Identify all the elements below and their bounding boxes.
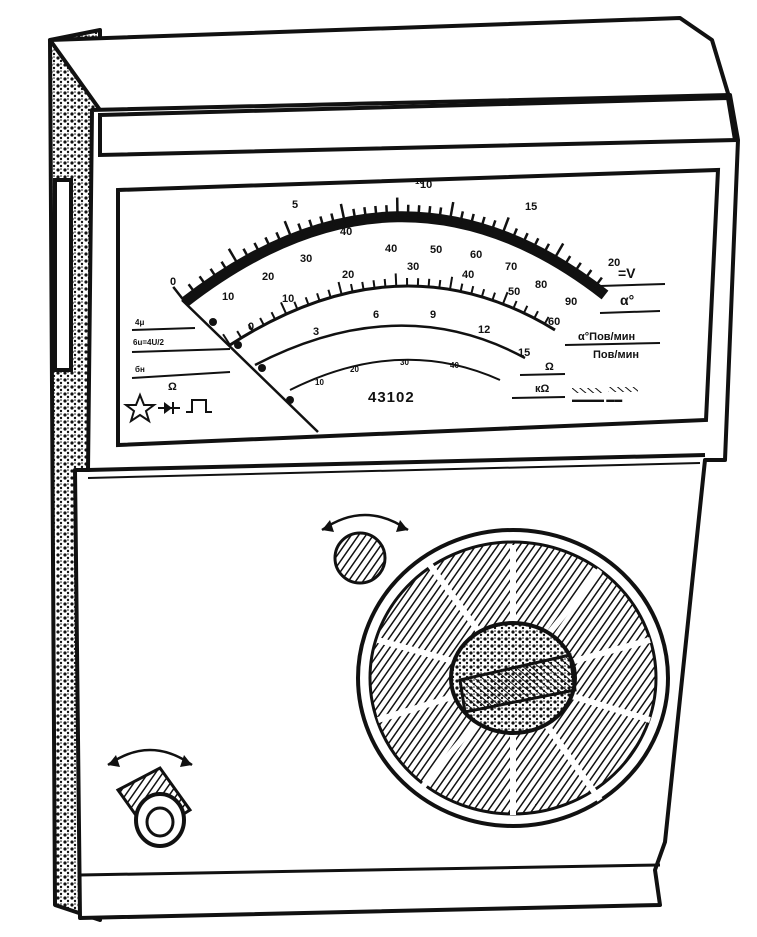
scale-5-label: 20: [350, 365, 359, 374]
scale-2-label: 60: [470, 249, 482, 261]
zero-adjust-knob[interactable]: [335, 533, 385, 583]
ratio-bottom-label: Пов/мин: [593, 349, 639, 361]
scale-tick: [373, 280, 374, 288]
scale-3-label: 20: [342, 269, 354, 281]
scale-5-label: 40: [450, 361, 459, 370]
omega-label: Ω: [168, 381, 177, 393]
scale-1-label: 15: [525, 201, 537, 213]
scale-2-label: 10: [222, 291, 234, 303]
maker-mark: ▬▬▬▬ ▬▬: [572, 395, 622, 404]
volts-label: =V: [618, 265, 636, 281]
scale-2-label: 40: [340, 226, 352, 238]
degrees-label: α°: [620, 292, 634, 308]
scale-2-label: 80: [535, 279, 547, 291]
scale-1-label: 0: [170, 276, 176, 288]
scale-3-label: 0: [248, 321, 254, 333]
scale-tick: [418, 205, 419, 217]
scale-legend-mark: [572, 388, 602, 393]
scale-tick: [375, 206, 376, 218]
left-label-2: 6u=4U/2: [133, 338, 164, 347]
ohm-label: Ω: [545, 361, 554, 373]
scale-2-label: 50: [430, 244, 442, 256]
scale-tick: [362, 282, 363, 290]
scale-tick: [439, 280, 440, 288]
scale-3-label: 30: [407, 261, 419, 273]
scale-tick: [439, 207, 441, 219]
scale-legend-mark: [608, 387, 638, 392]
scale-tick: [396, 273, 397, 286]
side-slot: [55, 180, 71, 370]
model-number: 43102: [368, 389, 415, 406]
range-selector-switch[interactable]: [358, 530, 668, 826]
scale-4-label: 3: [313, 326, 319, 338]
scale-2-label: 20: [262, 271, 274, 283]
scale-2-label: 40: [385, 243, 397, 255]
left-label-3: бн: [135, 365, 145, 374]
scale-3-label: 40: [462, 269, 474, 281]
scale-3-label: 60: [548, 316, 560, 328]
scale-tick: [364, 207, 366, 219]
scale-2-label: 90: [565, 296, 577, 308]
scale-tick: [429, 279, 430, 287]
scale-2-label: 70: [505, 261, 517, 273]
scale-2-label: 30: [300, 253, 312, 265]
scale-1-label: 5: [292, 199, 298, 211]
scale-5-label: 30: [400, 358, 409, 367]
scale-tick: [385, 279, 386, 287]
scale-4-label: 15: [518, 347, 530, 359]
scale-tick: [429, 206, 430, 218]
scale-tick: [386, 205, 387, 217]
scale-3-label: 50: [508, 286, 520, 298]
kohm-label: кΩ: [535, 383, 550, 395]
left-label-1: 4μ: [135, 318, 144, 327]
scale-4-label: 9: [430, 309, 436, 321]
scale-4-label: 12: [478, 324, 490, 336]
scale-3-label: 10: [282, 293, 294, 305]
scale-5-label: 10: [315, 378, 324, 387]
scale-4-label: 6: [373, 309, 379, 321]
ratio-top-label: α°Пов/мин: [578, 331, 635, 343]
top-mark: 10: [415, 177, 424, 186]
